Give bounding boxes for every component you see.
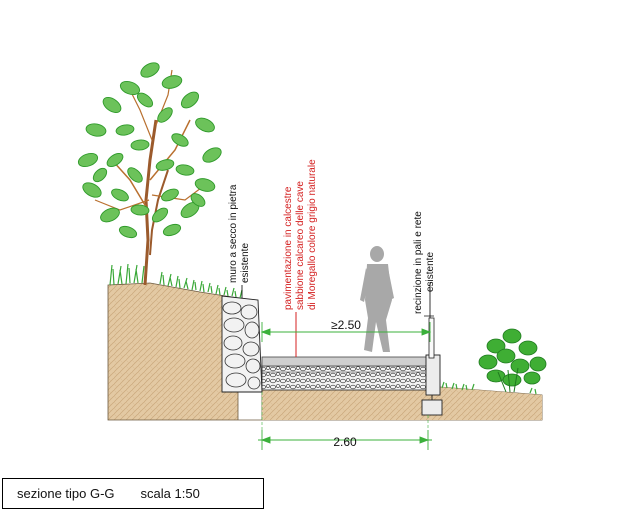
wall-label-line-1: muro a secco in pietra [228,184,239,283]
section-title: sezione tipo G-G [17,486,115,501]
wall-label-line-2: esistente [240,243,251,283]
title-block: sezione tipo G-G scala 1:50 [2,478,264,509]
gravel-base [261,365,433,391]
fence-post [424,315,435,359]
fence-footing [421,399,443,416]
paving-label-line-1: pavimentazione in calcestre [283,186,294,310]
dimension-path-width [260,322,432,342]
path-width-dimension: ≥2.50 [331,318,361,332]
paving-label: pavimentazione in calcestre sabbione cal… [283,159,318,310]
dry-stone-wall [221,295,263,393]
shrub [478,328,547,393]
fence-label-line-2: esistente [425,252,436,292]
soil-right [262,387,542,420]
pavement-layer [261,356,433,367]
scale-label: scala 1:50 [140,486,200,501]
paving-label-line-2: sabbione calcareo delle cave [295,181,306,310]
tree [77,62,222,286]
dimension-overall-width [258,430,432,450]
grass-left [109,263,243,299]
curb [425,354,441,396]
person-silhouette [360,246,394,352]
overall-width-dimension: 2.60 [333,435,357,449]
fence-label-line-1: recinzione in pali e rete [413,211,424,314]
grass-right [441,381,537,395]
paving-label-line-3: di Moregallo colore grigio naturale [307,159,318,310]
fence-label: recinzione in pali e rete esistente [413,211,436,314]
wall-label: muro a secco in pietra esistente [228,184,251,283]
